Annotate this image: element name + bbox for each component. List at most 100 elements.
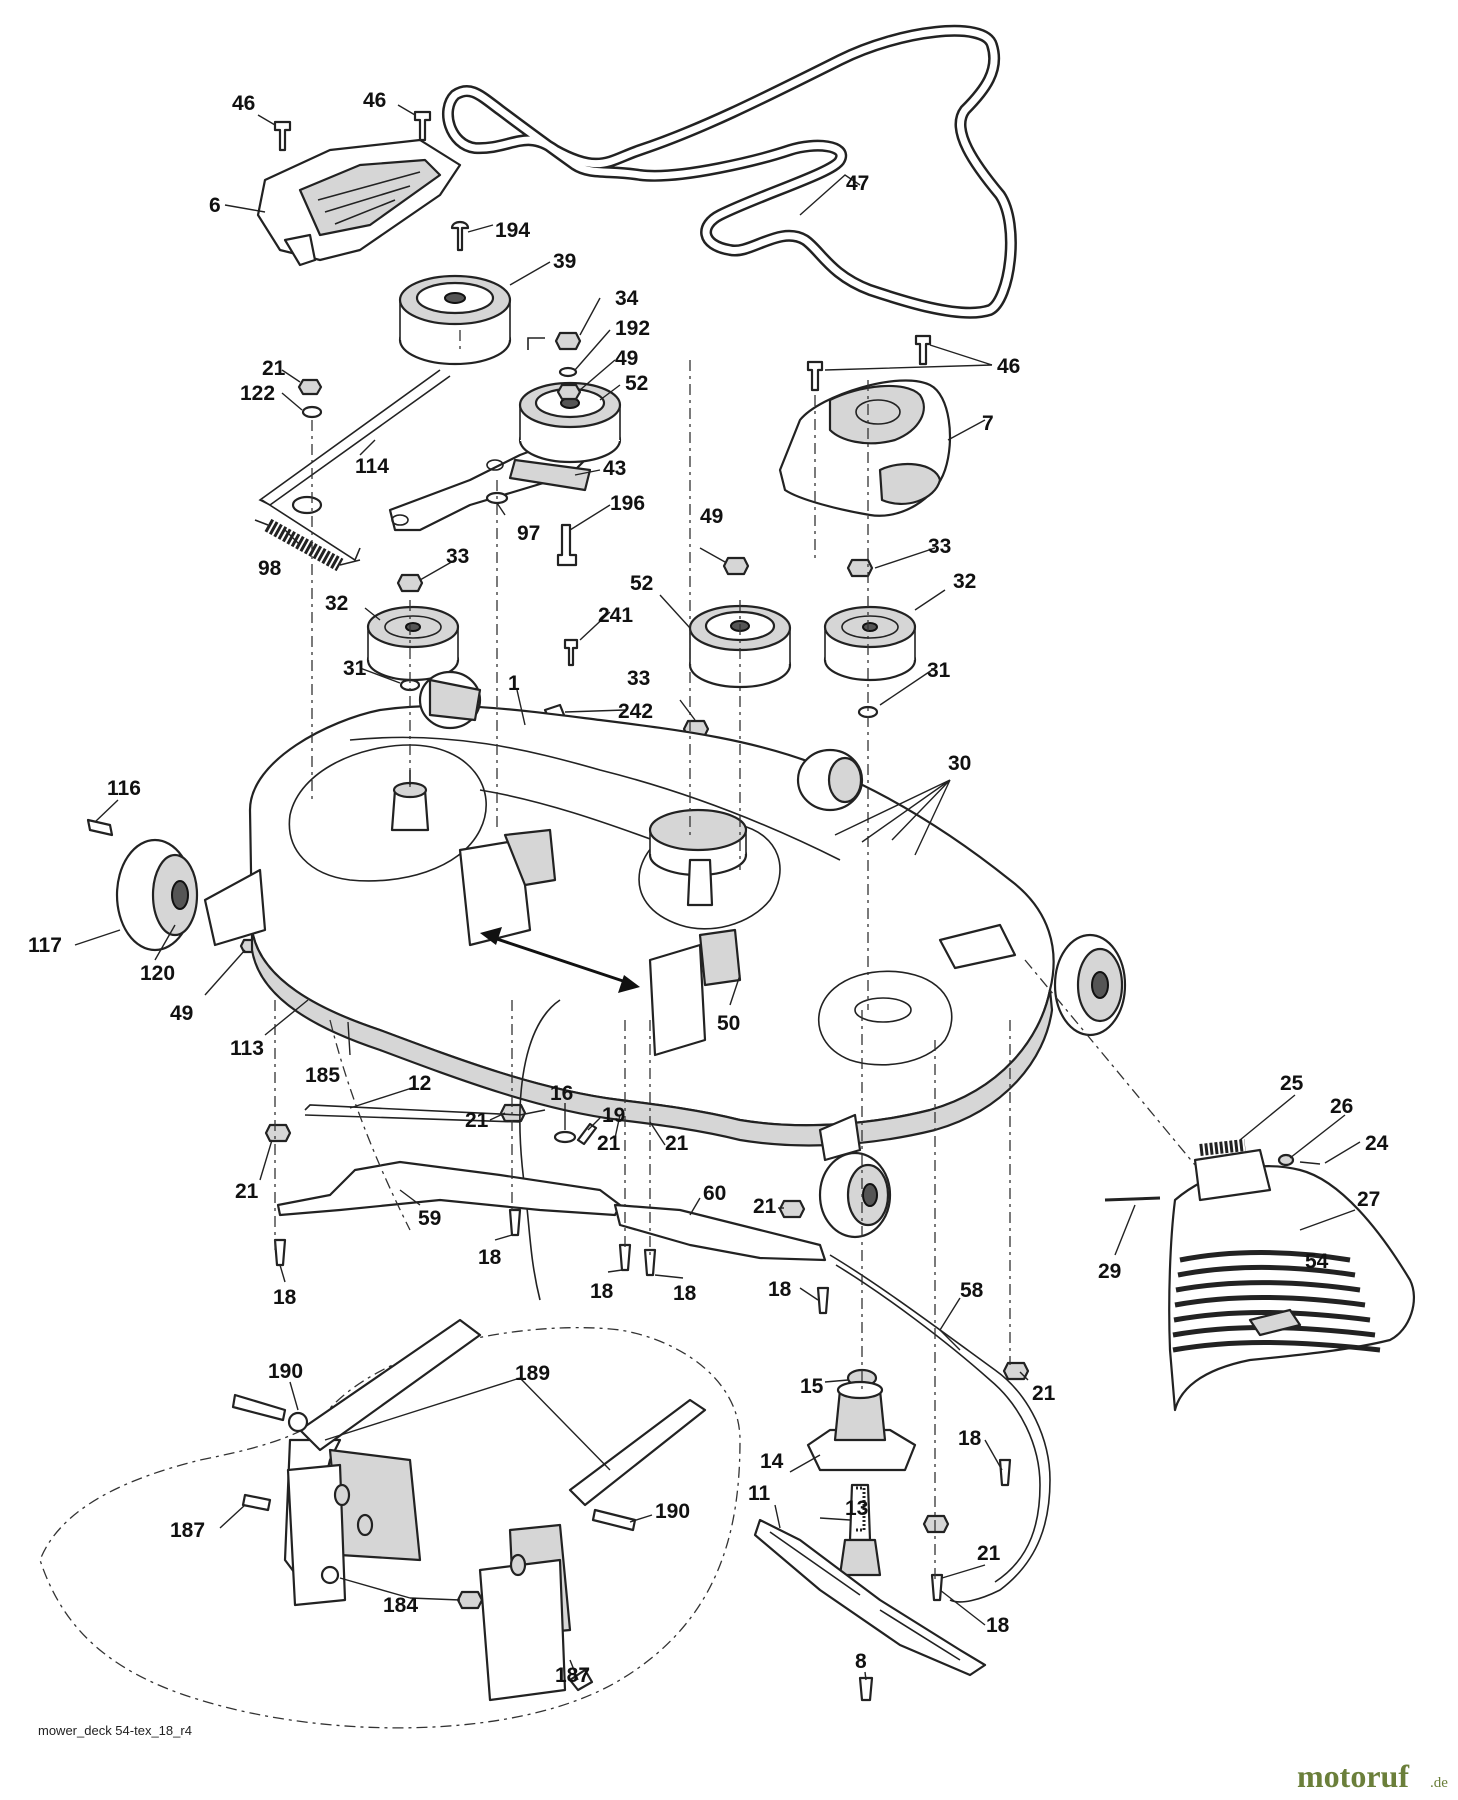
callout-11: 11 (748, 1482, 771, 1505)
callout-21: 21 (235, 1180, 259, 1203)
callout-242: 242 (618, 700, 653, 723)
idler-pulley-39 (398, 274, 512, 366)
callout-43: 43 (603, 457, 626, 480)
callout-189: 189 (515, 1362, 550, 1385)
callout-116: 116 (107, 777, 141, 800)
callout-46: 46 (997, 355, 1020, 378)
spindle-shaft (838, 1483, 882, 1577)
mower-deck (248, 704, 1055, 1147)
callout-14: 14 (760, 1450, 784, 1473)
callout-7: 7 (982, 412, 994, 435)
callout-46: 46 (232, 92, 255, 115)
callout-97: 97 (517, 522, 540, 545)
callout-18: 18 (590, 1280, 614, 1303)
callout-241: 241 (598, 604, 633, 627)
callout-113: 113 (230, 1037, 264, 1060)
front-link-rod (304, 1104, 546, 1123)
spindle-pulley-32-left (366, 605, 460, 682)
left-belt-cover (256, 138, 462, 267)
callout-114: 114 (355, 455, 389, 478)
drawing-caption: mower_deck 54-tex_18_r4 (38, 1723, 192, 1738)
lift-arm-59 (276, 1160, 622, 1217)
callout-21: 21 (665, 1132, 689, 1155)
callout-21: 21 (977, 1542, 1001, 1565)
callout-21: 21 (753, 1195, 777, 1218)
callout-1: 1 (508, 672, 520, 695)
callout-27: 27 (1357, 1188, 1380, 1211)
callout-18: 18 (673, 1282, 697, 1305)
callout-196: 196 (610, 492, 645, 515)
assembly-lines (274, 330, 1196, 1580)
callout-26: 26 (1330, 1095, 1353, 1118)
gauge-wheel-right (938, 923, 1127, 1037)
drive-belt (441, 24, 1017, 319)
callout-192: 192 (615, 317, 650, 340)
deck-hanger-brackets (458, 828, 742, 1057)
mower-blade (753, 1518, 987, 1677)
callout-12: 12 (408, 1072, 431, 1095)
callout-6: 6 (209, 194, 221, 217)
callout-190: 190 (268, 1360, 303, 1383)
callout-8: 8 (855, 1650, 867, 1673)
callout-49: 49 (170, 1002, 193, 1025)
callout-187: 187 (555, 1664, 590, 1687)
callout-21: 21 (262, 357, 286, 380)
callout-58: 58 (960, 1279, 984, 1302)
callout-labels: 46 46 6 194 39 34 192 49 52 47 21 122 11… (28, 89, 1389, 1687)
callout-18: 18 (986, 1614, 1010, 1637)
callout-49: 49 (700, 505, 723, 528)
callout-15: 15 (800, 1375, 824, 1398)
callout-13: 13 (845, 1497, 868, 1520)
gauge-wheel-117 (115, 838, 267, 952)
right-belt-cover (778, 379, 952, 517)
rear-link-58 (829, 1254, 1051, 1603)
callout-21: 21 (1032, 1382, 1056, 1405)
spindle-pulley-32-right (823, 605, 917, 682)
callout-34: 34 (615, 287, 639, 310)
callout-32: 32 (325, 592, 348, 615)
callout-19: 19 (602, 1104, 625, 1127)
callout-18: 18 (768, 1278, 792, 1301)
callout-21: 21 (465, 1109, 489, 1132)
gauge-wheel-rear-left (418, 670, 482, 730)
gauge-wheel-rear-right (796, 748, 864, 812)
callout-33: 33 (928, 535, 951, 558)
idler-bracket (388, 438, 592, 532)
callout-18: 18 (273, 1286, 297, 1309)
callout-185: 185 (305, 1064, 340, 1087)
callout-16: 16 (550, 1082, 573, 1105)
callout-32: 32 (953, 570, 976, 593)
callout-33: 33 (627, 667, 650, 690)
idler-rod (258, 369, 451, 562)
callout-59: 59 (418, 1207, 441, 1230)
callout-18: 18 (478, 1246, 502, 1269)
discharge-chute: 54 (1168, 1148, 1415, 1412)
callout-49: 49 (615, 347, 638, 370)
callout-33: 33 (446, 545, 469, 568)
callout-18: 18 (958, 1427, 982, 1450)
callout-117: 117 (28, 934, 62, 957)
callout-98: 98 (258, 557, 282, 580)
idler-pulley-52a (518, 381, 622, 464)
callout-194: 194 (495, 219, 530, 242)
watermark: motoruf .de (1297, 1758, 1448, 1794)
callout-187: 187 (170, 1519, 205, 1542)
callout-24: 24 (1365, 1132, 1389, 1155)
watermark-suffix: .de (1430, 1775, 1448, 1791)
deck-size-logo: 54 (1305, 1250, 1329, 1273)
inset-hangers (39, 1318, 741, 1729)
callout-52: 52 (630, 572, 653, 595)
callout-30: 30 (948, 752, 971, 775)
callout-184: 184 (383, 1594, 418, 1617)
tension-spring (254, 518, 361, 572)
callout-60: 60 (703, 1182, 726, 1205)
callout-29: 29 (1098, 1260, 1121, 1283)
watermark-brand: motoruf (1297, 1758, 1409, 1794)
callout-39: 39 (553, 250, 576, 273)
callout-50: 50 (717, 1012, 740, 1035)
callout-25: 25 (1280, 1072, 1304, 1095)
link-plate-60 (613, 1203, 827, 1262)
leader-lines (74, 104, 1361, 1681)
callout-46: 46 (363, 89, 386, 112)
